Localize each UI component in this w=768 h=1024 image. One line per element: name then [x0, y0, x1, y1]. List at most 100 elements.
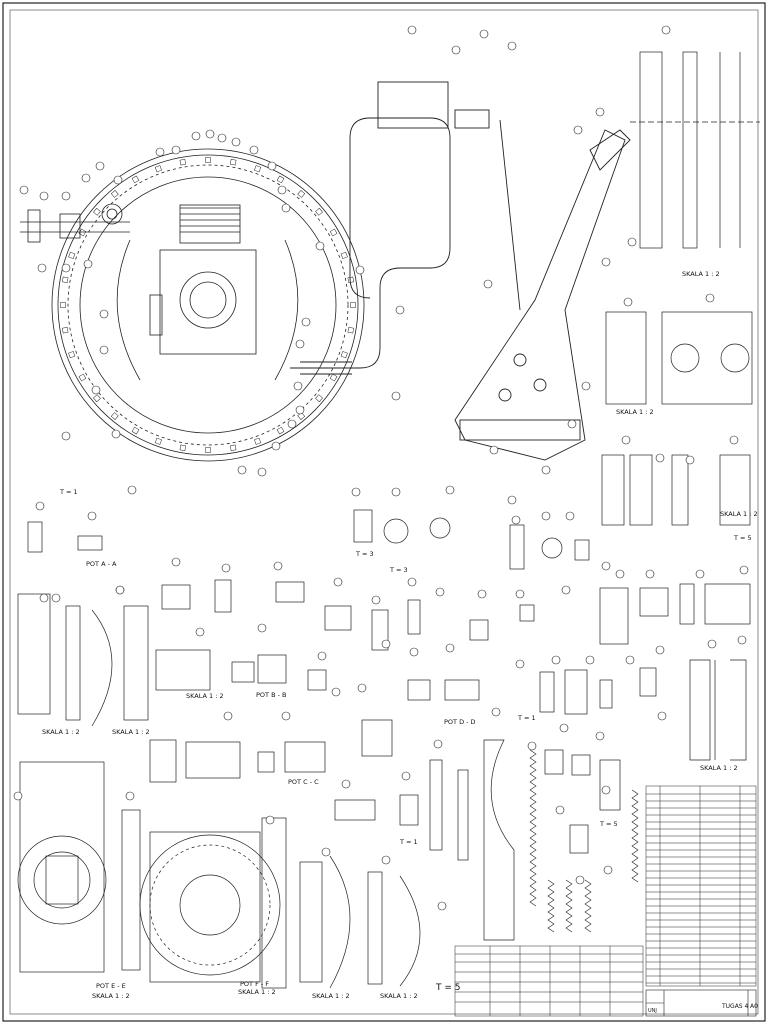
callout-balloon [685, 455, 695, 465]
section-label-b: POT B - B [256, 691, 286, 699]
scale-label: SKALA 1 : 2 [616, 408, 654, 416]
scale-label: SKALA 1 : 2 [720, 510, 758, 518]
ring-tooth [68, 351, 76, 359]
scale-label: SKALA 1 : 2 [238, 988, 276, 996]
ring-tooth [110, 190, 119, 198]
section-label-e: POT E - E [96, 982, 126, 990]
scale-label: SKALA 1 : 2 [112, 728, 150, 736]
ring-tooth [315, 207, 323, 216]
callout-balloon [273, 561, 283, 571]
ring-tooth [205, 447, 211, 453]
callout-balloon [615, 569, 625, 579]
parts-list-table [645, 785, 757, 987]
callout-balloon [91, 385, 101, 395]
callout-balloon [61, 191, 71, 201]
ring-tooth [315, 394, 323, 403]
thickness-label: T = 1 [59, 488, 78, 496]
callout-balloon [293, 381, 303, 391]
callout-balloon [99, 345, 109, 355]
scale-label: SKALA 1 : 2 [700, 764, 738, 772]
callout-balloon [655, 645, 665, 655]
callout-balloon [317, 651, 327, 661]
callout-balloon [541, 511, 551, 521]
callout-balloon [217, 133, 227, 143]
ring-tooth [78, 373, 87, 382]
scale-label: SKALA 1 : 2 [42, 728, 80, 736]
ring-tooth [179, 444, 187, 451]
ring-tooth [93, 394, 101, 403]
callout-balloon [351, 487, 361, 497]
ring-tooth [347, 326, 354, 334]
callout-balloon [223, 711, 233, 721]
view-e-e [17, 761, 141, 973]
view-f-f [139, 817, 287, 989]
ring-tooth [68, 251, 76, 259]
callout-balloon [19, 185, 29, 195]
callout-balloon [623, 297, 633, 307]
callout-balloon [51, 593, 61, 603]
ring-tooth [229, 444, 237, 451]
callout-balloon [171, 145, 181, 155]
callout-balloon [281, 203, 291, 213]
ring-tooth [205, 157, 211, 163]
callout-balloon [113, 175, 123, 185]
thickness-label: T = 5 [435, 983, 461, 993]
callout-balloon [627, 237, 637, 247]
callout-balloon [451, 45, 461, 55]
callout-balloon [585, 655, 595, 665]
callout-balloon [341, 779, 351, 789]
callout-balloon [39, 593, 49, 603]
callout-balloon [231, 137, 241, 147]
callout-balloon [295, 339, 305, 349]
thickness-label: T = 1 [399, 838, 418, 846]
callout-balloon [551, 655, 561, 665]
callout-balloon [401, 771, 411, 781]
inner-frame [9, 9, 759, 1015]
parts-grid-middle [17, 579, 751, 761]
callout-balloon [601, 785, 611, 795]
ring-tooth [276, 426, 285, 435]
callout-balloon [265, 815, 275, 825]
callout-balloon [489, 445, 499, 455]
callout-balloon [61, 263, 71, 273]
callout-balloon [435, 587, 445, 597]
callout-balloon [13, 791, 23, 801]
callout-balloon [267, 161, 277, 171]
callout-balloon [559, 723, 569, 733]
callout-balloon [61, 431, 71, 441]
callout-balloon [625, 655, 635, 665]
callout-balloon [257, 623, 267, 633]
title-block-school: UNJ [648, 1008, 657, 1014]
callout-balloon [391, 391, 401, 401]
scale-label: SKALA 1 : 2 [92, 992, 130, 1000]
brake-cable [290, 81, 521, 375]
title-block [645, 989, 757, 1017]
ring-tooth [60, 302, 66, 308]
callout-balloon [657, 711, 667, 721]
ring-tooth [131, 175, 140, 184]
callout-balloon [295, 405, 305, 415]
ring-tooth [297, 190, 306, 198]
ring-tooth [229, 159, 237, 166]
thickness-label: T = 3 [355, 550, 374, 558]
thickness-label: T = 5 [599, 820, 618, 828]
callout-balloon [655, 453, 665, 463]
title-block-title: TUGAS 4 [721, 1003, 749, 1010]
callout-balloon [433, 739, 443, 749]
callout-balloon [555, 805, 565, 815]
callout-balloon [381, 855, 391, 865]
callout-balloon [155, 147, 165, 157]
callout-balloon [301, 317, 311, 327]
hand-brake-lever [454, 129, 631, 461]
callout-balloon [515, 659, 525, 669]
callout-balloon [491, 707, 501, 717]
callout-balloon [39, 191, 49, 201]
callout-balloon [277, 185, 287, 195]
ring-tooth [110, 412, 119, 420]
ring-tooth [340, 351, 348, 359]
callout-balloon [99, 309, 109, 319]
callout-balloon [601, 561, 611, 571]
tooth-ring [60, 157, 356, 453]
section-label-f: POT F - F [240, 980, 269, 988]
